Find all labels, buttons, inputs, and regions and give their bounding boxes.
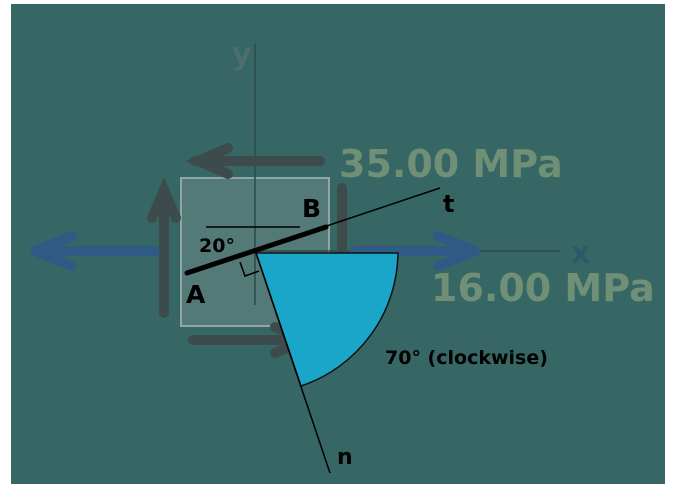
y-axis-label: y — [232, 37, 252, 72]
x-arrow-left-head — [30, 231, 77, 271]
right-angle-marker — [239, 261, 260, 277]
point-a-label: A — [186, 280, 206, 309]
x-arrow-right-head — [433, 231, 480, 271]
n-axis-label: n — [337, 445, 353, 470]
n-axis-line — [255, 252, 331, 474]
rotation-angle-wedge — [254, 252, 399, 387]
x-axis-label: x — [571, 236, 590, 271]
shear-arrow-left-head — [147, 177, 181, 223]
cut-plane-ab — [184, 224, 329, 276]
plane-angle-label: 20° — [199, 235, 235, 257]
normal-stress-x-value: 16.00 MPa — [431, 266, 655, 310]
t-axis-label: t — [443, 190, 454, 218]
shear-stress-value: 35.00 MPa — [339, 142, 563, 186]
point-b-label: B — [302, 194, 321, 223]
rotation-angle-label: 70° (clockwise) — [385, 347, 548, 369]
shear-arrow-top-head — [185, 143, 233, 179]
normal-x-arrows — [30, 231, 480, 271]
